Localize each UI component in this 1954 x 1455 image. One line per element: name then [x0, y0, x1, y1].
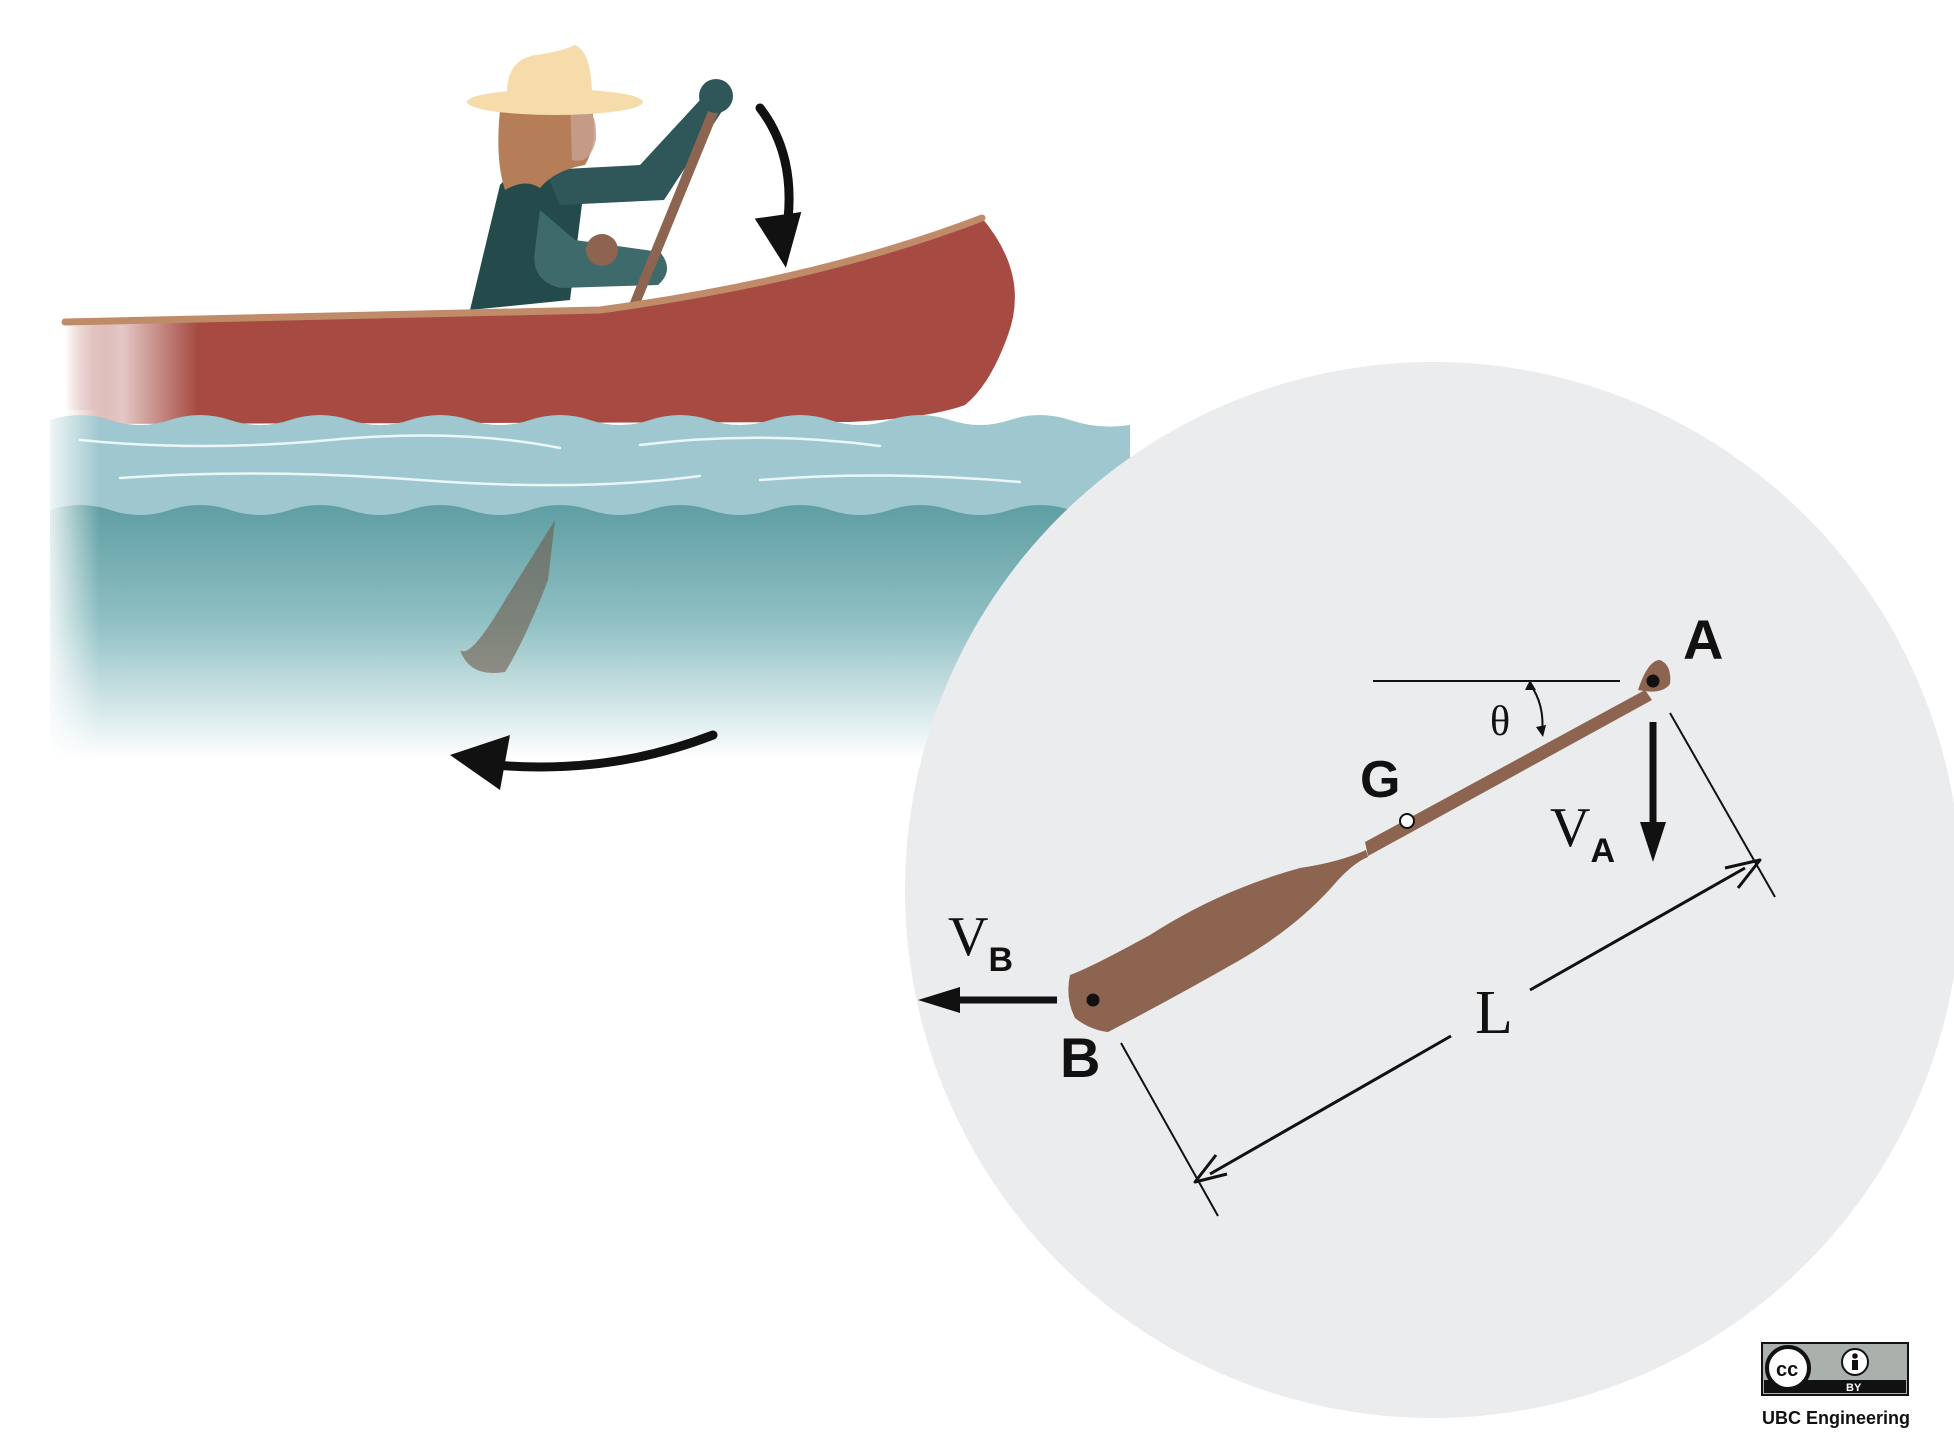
label-velocity-a-main: V	[1550, 797, 1590, 859]
paddler	[467, 45, 728, 310]
label-velocity-b-sub: B	[988, 941, 1013, 979]
inset-paddle-blade	[1068, 850, 1368, 1032]
paddler-hat-crown	[506, 45, 592, 98]
label-velocity-a: VA	[1550, 797, 1615, 870]
velocity-a-arrow	[1640, 722, 1666, 862]
paddler-face	[570, 100, 597, 161]
canoe-rim	[61, 214, 986, 326]
water-deep	[50, 505, 1070, 760]
velocity-b-arrow	[918, 987, 1057, 1013]
paddler-hair	[498, 96, 594, 190]
license-by-text: BY	[1846, 1382, 1862, 1394]
paddler-upper-arm	[545, 92, 728, 205]
curved-arrow-down-icon	[754, 103, 802, 268]
dimension-line-lower	[1209, 1034, 1452, 1176]
svg-text:cc: cc	[1776, 1359, 1798, 1381]
point-g-marker	[1399, 813, 1415, 829]
label-length: L	[1475, 979, 1513, 1047]
label-point-b: B	[1060, 1026, 1100, 1089]
scene-paddle-hand	[699, 79, 733, 113]
scene-paddle-blade-underwater	[460, 520, 555, 674]
label-angle-theta: θ	[1490, 699, 1510, 745]
canoe-hull	[65, 218, 1015, 424]
label-velocity-b: VB	[948, 906, 1013, 979]
dimension-line-upper	[1529, 866, 1746, 992]
angle-indicator	[1525, 680, 1546, 737]
point-b-marker	[1086, 993, 1100, 1007]
inset-paddle-shaft	[1365, 690, 1652, 856]
dimension-extension-a	[1669, 712, 1776, 898]
by-person-icon	[1841, 1348, 1869, 1376]
point-a-marker	[1646, 674, 1660, 688]
cc-icon: cc	[1765, 1345, 1811, 1391]
length-dimension	[1120, 712, 1776, 1217]
inset-background	[905, 362, 1954, 1418]
curved-arrow-left-icon	[450, 730, 718, 790]
dimension-extension-b	[1120, 1042, 1219, 1217]
label-velocity-a-sub: A	[1590, 832, 1615, 870]
license-badge: cc BY UBC Engineering	[1761, 1342, 1910, 1428]
water	[40, 410, 1130, 770]
label-point-g: G	[1360, 751, 1400, 809]
label-point-a: A	[1683, 608, 1723, 671]
credit-text: UBC Engineering	[1762, 1408, 1910, 1428]
water-left-fade	[40, 410, 100, 770]
water-ripple-line	[78, 434, 1022, 487]
canoe	[61, 214, 1015, 424]
canoe-scene	[40, 45, 1130, 790]
kinematics-inset: A B G θ L VA VB	[905, 362, 1954, 1418]
label-velocity-b-main: V	[948, 906, 988, 968]
paddler-lower-hand	[586, 234, 618, 266]
dimension-arrowhead-upper	[1724, 858, 1762, 889]
dimension-arrowhead-lower	[1193, 1154, 1228, 1184]
